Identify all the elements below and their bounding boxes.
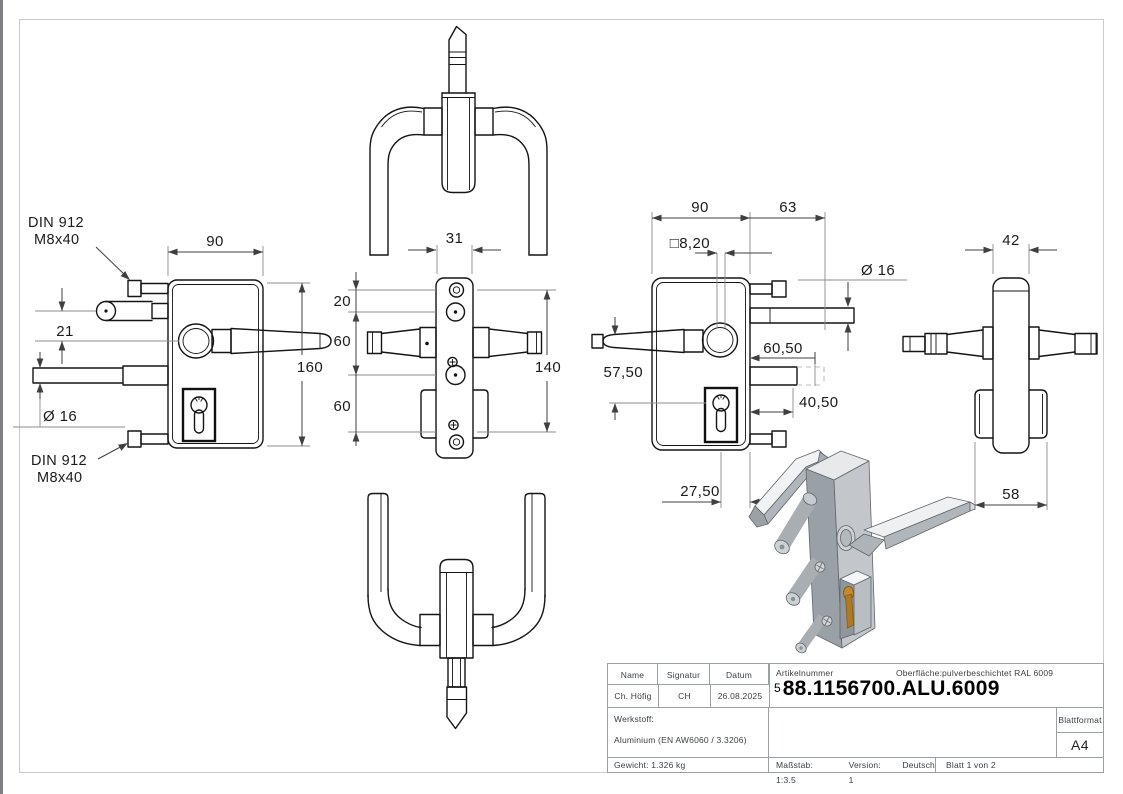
- left-side-view: 90 160 21 Ø 16 DIN 912 M8x40 DIN 912 M8x…: [13, 215, 332, 486]
- iso-gold-cylinder: [839, 570, 872, 640]
- handle-left-profile: [366, 326, 437, 359]
- euro-cylinder-keyhole-back: [703, 386, 739, 444]
- dim-back-width: 90: [691, 199, 709, 216]
- page-left-edge: [0, 0, 3, 794]
- titleblock-header-name: Name: [607, 663, 658, 685]
- title-block: Name Signatur Datum Ch. Höfig CH 26.08.2…: [607, 663, 1104, 785]
- lever-handle: [177, 323, 332, 359]
- article-number-prefix: 5: [774, 681, 781, 695]
- back-side-view: 90 63 □8,20 Ø 16 57,50 60,50 40: [591, 199, 907, 508]
- front-edge-view: 31 20 60 60 140: [334, 230, 561, 459]
- handle-rod-back: [749, 307, 855, 324]
- latch-block-back: [749, 366, 798, 386]
- dim-front-seg3: 60: [334, 398, 352, 415]
- latch-block: [122, 365, 169, 386]
- dim-left-height: 160: [297, 359, 323, 376]
- callout-din-top-line2: M8x40: [34, 232, 80, 248]
- callout-din-bottom-line2: M8x40: [37, 470, 83, 486]
- callout-din-bottom-line1: DIN 912: [31, 453, 87, 469]
- iso-3d-render: [748, 449, 976, 654]
- titleblock-value-name: Ch. Höfig: [607, 685, 658, 708]
- surface-label: Oberfläche:: [896, 668, 943, 678]
- dim-left-diameter: Ø 16: [43, 408, 77, 425]
- top-plan-view: [369, 25, 548, 256]
- article-number-value: 88.1156700.ALU.6009: [782, 677, 1000, 700]
- dim-back-depth1: 60,50: [763, 340, 803, 357]
- callout-din-top-line1: DIN 912: [28, 215, 84, 231]
- dim-back-bottom: 27,50: [680, 483, 720, 500]
- iso-mounting-rods: [774, 492, 828, 654]
- dim-back-height-offset: 57,50: [603, 364, 643, 381]
- handle-right-profile: [472, 326, 543, 359]
- dim-left-width: 90: [206, 233, 224, 250]
- dim-front-seg1: 20: [334, 293, 352, 310]
- version-value: Version: 1: [848, 760, 881, 785]
- dim-back-diameter: Ø 16: [861, 262, 895, 279]
- dim-side-bottom-width: 58: [1002, 486, 1020, 503]
- mounting-bolt-top-back: [749, 280, 787, 298]
- right-profile-view: 42 58: [902, 232, 1098, 510]
- material-label: Werkstoff:: [614, 714, 654, 724]
- titleblock-empty-cell: [769, 708, 1056, 758]
- mounting-bolt-bottom-back: [749, 430, 787, 448]
- scale-cell: Maßstab: 1:3.5 Version: 1 Deutsch: [769, 758, 936, 785]
- article-number-label: Artikelnummer: [776, 668, 834, 678]
- article-number: 588.1156700.ALU.6009: [774, 677, 1000, 701]
- iso-screws: [814, 561, 833, 627]
- material-value: Aluminium (EN AW6060 / 3.3206): [614, 735, 747, 745]
- screw-cylinder: [95, 300, 169, 322]
- titleblock-material-cell: Werkstoff: Aluminium (EN AW6060 / 3.3206…: [607, 708, 769, 758]
- dim-front-seg2: 60: [334, 333, 352, 350]
- sheet-number-cell: Blatt 1 von 2: [936, 758, 1104, 773]
- titleblock-header-signatur: Signatur: [658, 663, 710, 685]
- drawing-frame: [19, 19, 1104, 773]
- iso-right-handle: [848, 496, 976, 557]
- dim-side-width: 42: [1002, 232, 1020, 249]
- titleblock-value-datum: 26.08.2025: [710, 685, 769, 708]
- titleblock-article-cell: Artikelnummer Oberfläche: pulverbeschich…: [769, 663, 1104, 708]
- euro-cylinder-keyhole: [181, 387, 217, 443]
- weight-cell: Gewicht: 1.326 kg: [607, 758, 769, 773]
- bottom-plan-view: [367, 492, 546, 730]
- language-value: Deutsch: [902, 760, 935, 770]
- handle-rod: [32, 367, 124, 384]
- lever-handle-back: [591, 322, 739, 358]
- mounting-bolt-bottom: [127, 430, 169, 448]
- mounting-bolt-top: [127, 279, 169, 298]
- titleblock-header-datum: Datum: [710, 663, 769, 685]
- dim-back-extension: 63: [779, 199, 797, 216]
- dim-front-width: 31: [446, 230, 464, 247]
- dim-back-depth2: 40,50: [799, 394, 839, 411]
- dim-back-square: □8,20: [670, 235, 710, 252]
- sheet-format-label: Blattformat: [1056, 708, 1104, 733]
- surface-value: pulverbeschichtet RAL 6009: [942, 668, 1054, 678]
- dim-left-offset: 21: [56, 323, 74, 340]
- dim-front-height: 140: [535, 359, 561, 376]
- sheet-format-value: A4: [1056, 733, 1104, 758]
- titleblock-value-signatur: CH: [658, 685, 710, 708]
- scale-value: Maßstab: 1:3.5: [776, 760, 814, 785]
